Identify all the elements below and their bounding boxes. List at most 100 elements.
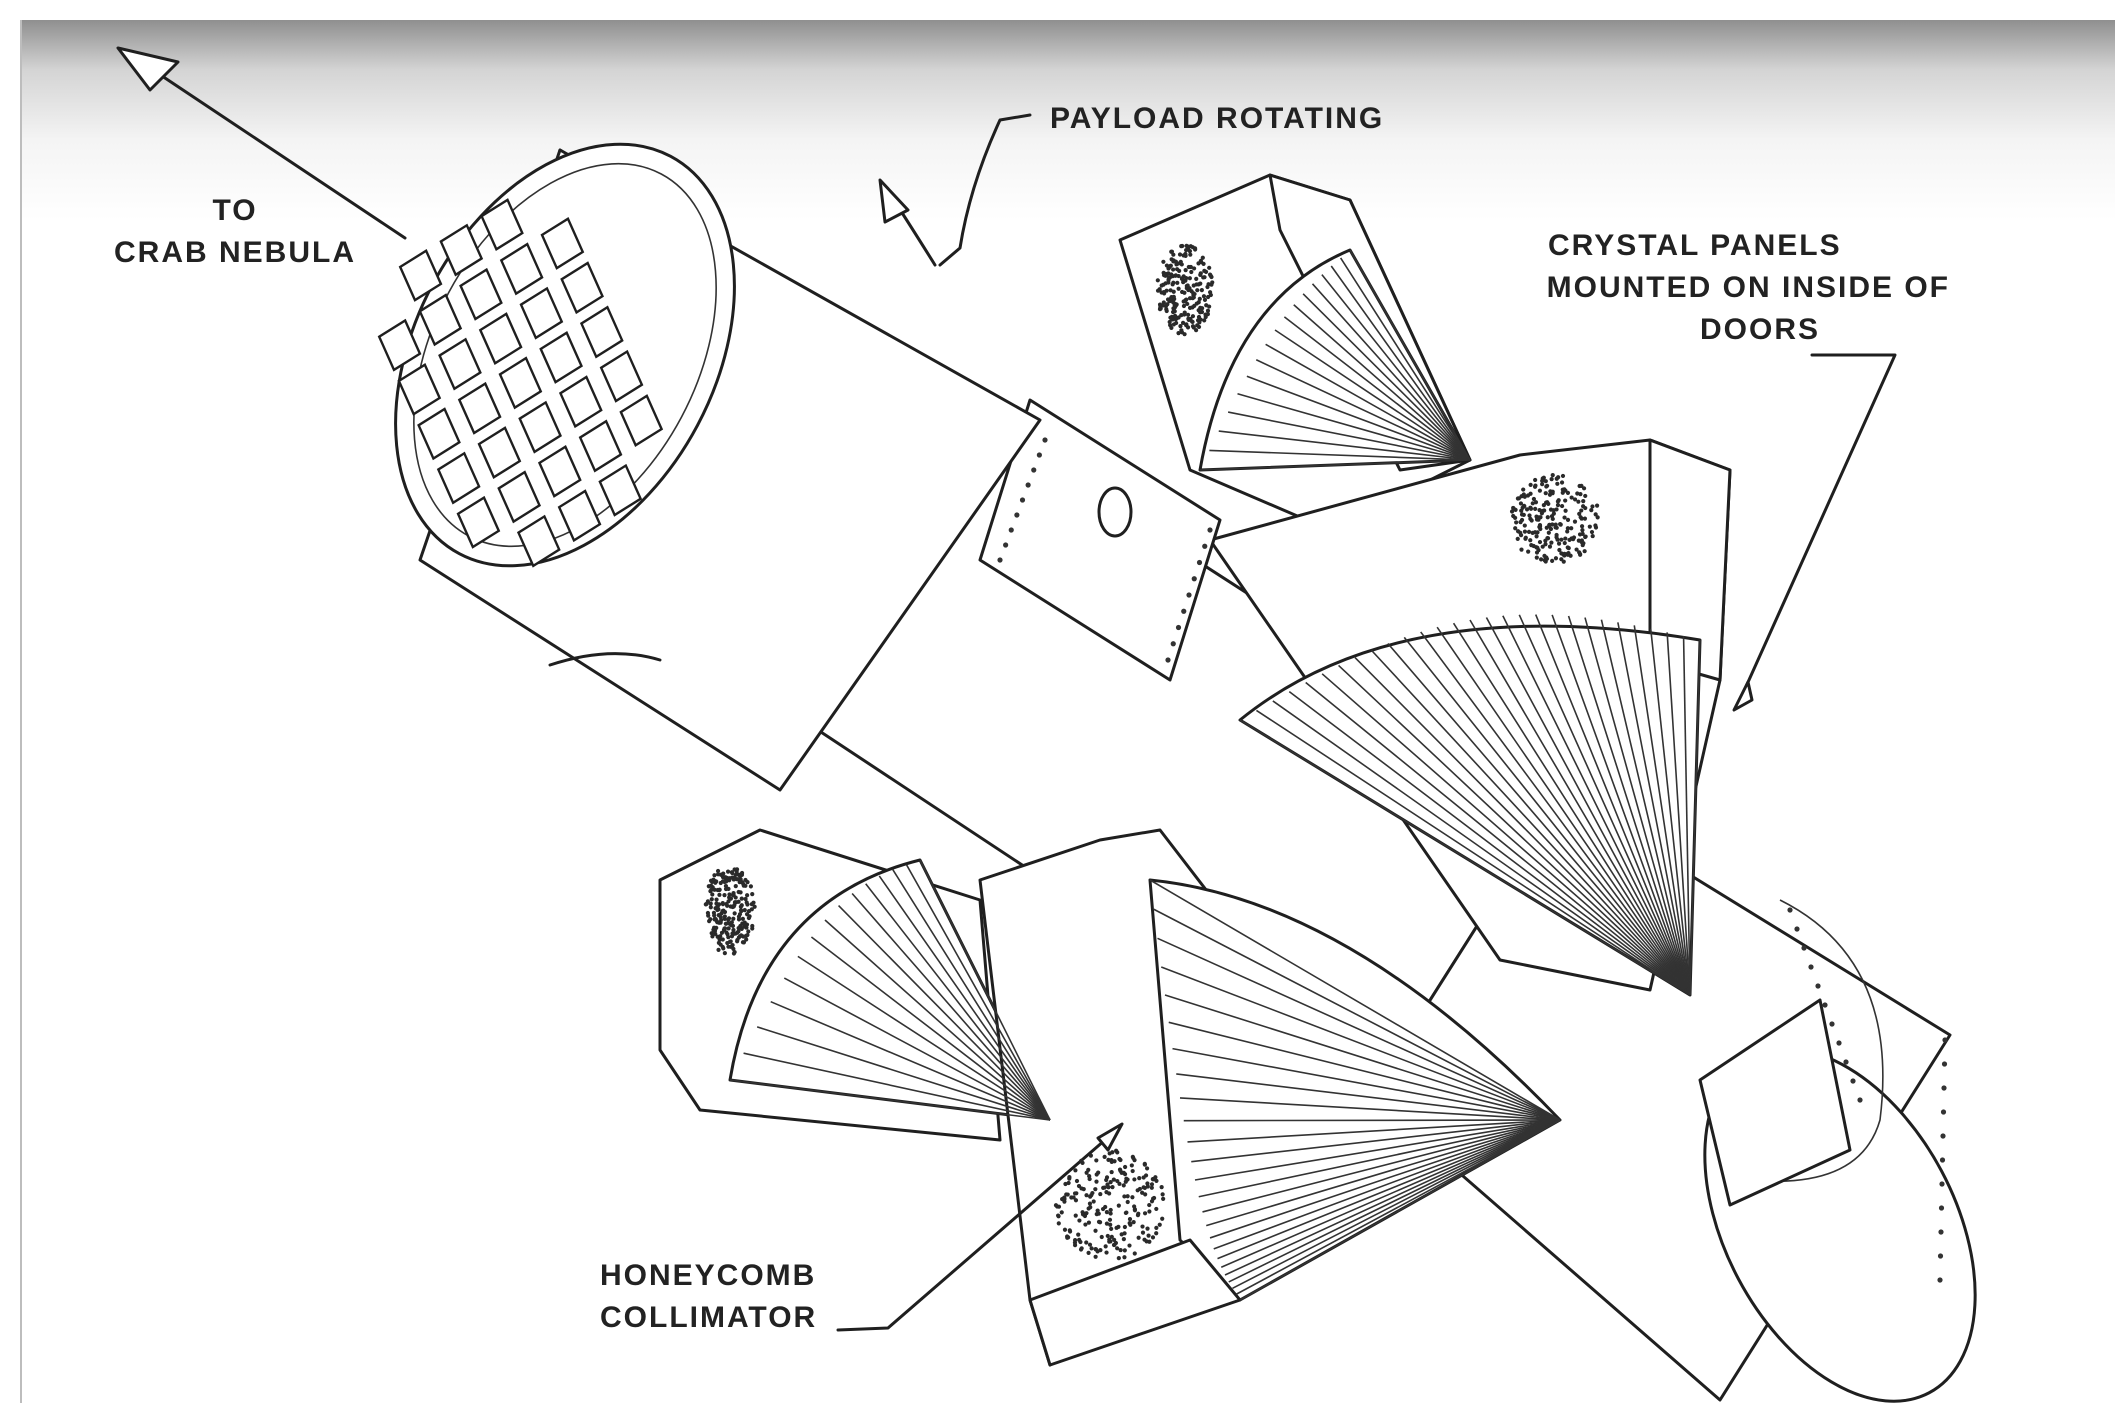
patch-dot xyxy=(1563,541,1567,545)
patch-dot xyxy=(1170,317,1174,321)
patch-dot xyxy=(1137,1176,1141,1180)
patch-dot xyxy=(1179,244,1183,248)
patch-dot xyxy=(1182,304,1186,308)
patch-dot xyxy=(1550,514,1554,518)
patch-dot xyxy=(713,879,717,883)
rivet xyxy=(1787,907,1792,912)
patch-dot xyxy=(1538,524,1542,528)
patch-dot xyxy=(717,893,721,897)
patch-dot xyxy=(1094,1180,1098,1184)
patch-dot xyxy=(1574,547,1578,551)
patch-dot xyxy=(1523,523,1527,527)
patch-dot xyxy=(1124,1210,1128,1214)
patch-dot xyxy=(1085,1171,1089,1175)
patch-dot xyxy=(1552,508,1556,512)
patch-dot xyxy=(1200,288,1204,292)
rivet xyxy=(1857,1097,1862,1102)
patch-dot xyxy=(1140,1191,1144,1195)
rivet xyxy=(1937,1277,1942,1282)
patch-dot xyxy=(1076,1233,1080,1237)
patch-dot xyxy=(1516,537,1520,541)
patch-dot xyxy=(1535,550,1539,554)
patch-dot xyxy=(1197,300,1201,304)
patch-dot xyxy=(1519,547,1523,551)
patch-dot xyxy=(1195,288,1199,292)
patch-dot xyxy=(1528,538,1532,542)
patch-dot xyxy=(1563,509,1567,513)
patch-dot xyxy=(1101,1207,1105,1211)
patch-dot xyxy=(1115,1246,1119,1250)
rivet xyxy=(1808,964,1813,969)
patch-dot xyxy=(1555,482,1559,486)
patch-dot xyxy=(1182,280,1186,284)
patch-dot xyxy=(710,892,714,896)
patch-dot xyxy=(1555,533,1559,537)
patch-dot xyxy=(1056,1214,1060,1218)
patch-dot xyxy=(1143,1162,1147,1166)
patch-dot xyxy=(1089,1154,1093,1158)
patch-dot xyxy=(1554,556,1558,560)
patch-dot xyxy=(1566,545,1570,549)
patch-dot xyxy=(732,951,736,955)
patch-dot xyxy=(1557,498,1561,502)
patch-dot xyxy=(1150,1186,1154,1190)
patch-dot xyxy=(1097,1220,1101,1224)
patch-dot xyxy=(1087,1174,1091,1178)
patch-dot xyxy=(1557,548,1561,552)
rivet xyxy=(1836,1040,1841,1045)
patch-dot xyxy=(716,948,720,952)
patch-dot xyxy=(718,888,722,892)
patch-dot xyxy=(1122,1183,1126,1187)
patch-dot xyxy=(716,872,720,876)
patch-dot xyxy=(1109,1208,1113,1212)
patch-dot xyxy=(724,884,728,888)
patch-dot xyxy=(1556,503,1560,507)
patch-dot xyxy=(1164,307,1168,311)
patch-dot xyxy=(745,900,749,904)
patch-dot xyxy=(1147,1203,1151,1207)
patch-dot xyxy=(1563,536,1567,540)
patch-dot xyxy=(1143,1211,1147,1215)
patch-dot xyxy=(1560,504,1564,508)
patch-dot xyxy=(1590,530,1594,534)
rivet xyxy=(1020,497,1025,502)
patch-dot xyxy=(1511,514,1515,518)
patch-dot xyxy=(1537,508,1541,512)
patch-dot xyxy=(1560,480,1564,484)
patch-dot xyxy=(1104,1250,1108,1254)
patch-dot xyxy=(1183,310,1187,314)
patch-dot xyxy=(714,898,718,902)
patch-dot xyxy=(1566,551,1570,555)
patch-dot xyxy=(709,905,713,909)
panel-line xyxy=(1184,1120,1560,1121)
patch-dot xyxy=(1582,486,1586,490)
patch-dot xyxy=(1583,494,1587,498)
rivet xyxy=(1941,1085,1946,1090)
patch-dot xyxy=(1171,267,1175,271)
patch-dot xyxy=(1146,1234,1150,1238)
patch-dot xyxy=(1109,1227,1113,1231)
patch-dot xyxy=(1132,1204,1136,1208)
patch-dot xyxy=(1514,520,1518,524)
patch-dot xyxy=(1543,558,1547,562)
patch-dot xyxy=(1198,306,1202,310)
rivet xyxy=(1822,1002,1827,1007)
patch-dot xyxy=(737,915,741,919)
patch-dot xyxy=(739,905,743,909)
patch-dot xyxy=(717,936,721,940)
patch-dot xyxy=(1146,1184,1150,1188)
rivet xyxy=(1003,542,1008,547)
patch-dot xyxy=(1534,534,1538,538)
patch-dot xyxy=(1535,556,1539,560)
patch-dot xyxy=(712,911,716,915)
rivet xyxy=(1940,1157,1945,1162)
patch-dot xyxy=(1565,529,1569,533)
patch-dot xyxy=(1133,1208,1137,1212)
rivet xyxy=(997,557,1002,562)
patch-dot xyxy=(729,897,733,901)
patch-dot xyxy=(708,917,712,921)
patch-dot xyxy=(1055,1204,1059,1208)
patch-dot xyxy=(750,926,754,930)
rivet xyxy=(1207,527,1212,532)
patch-dot xyxy=(1065,1236,1069,1240)
